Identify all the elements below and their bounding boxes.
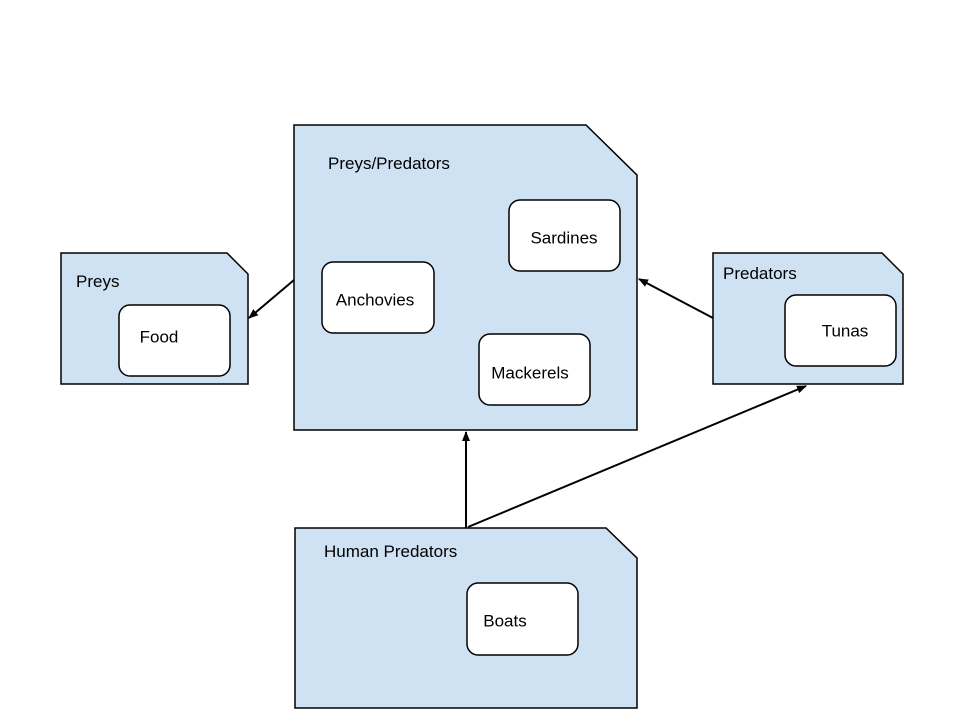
- item-mackerels-box: [478, 333, 591, 406]
- item-boats[interactable]: Boats: [466, 582, 579, 656]
- item-boats-box: [466, 582, 579, 656]
- arrow-preys-predators-to-preys: [248, 279, 295, 319]
- item-sardines[interactable]: Sardines: [508, 199, 621, 272]
- item-tunas[interactable]: Tunas: [784, 294, 897, 367]
- group-preys-title: Preys: [76, 272, 119, 291]
- arrow-human-predators-to-predators: [467, 385, 807, 528]
- item-mackerels[interactable]: Mackerels: [478, 333, 591, 406]
- item-food-label: Food: [140, 328, 179, 347]
- item-food[interactable]: Food: [118, 304, 231, 377]
- item-tunas-box: [784, 294, 897, 367]
- item-food-box: [118, 304, 231, 377]
- arrow-predators-to-preys-predators: [638, 278, 714, 319]
- group-preys-predators[interactable]: Preys/Predators Sardines Anchovies Macke…: [293, 124, 638, 431]
- item-mackerels-label: Mackerels: [491, 364, 568, 383]
- item-tunas-label: Tunas: [822, 322, 869, 341]
- item-boats-label: Boats: [483, 612, 526, 631]
- group-preys-predators-title: Preys/Predators: [328, 154, 450, 173]
- group-human-predators-title: Human Predators: [324, 542, 457, 561]
- group-human-predators-shape: [294, 527, 638, 709]
- group-human-predators[interactable]: Human Predators Boats: [294, 527, 638, 709]
- item-anchovies-box: [321, 261, 435, 334]
- group-predators[interactable]: Predators Tunas: [712, 252, 904, 385]
- item-sardines-box: [508, 199, 621, 272]
- group-predators-title: Predators: [723, 264, 797, 283]
- item-sardines-label: Sardines: [530, 229, 597, 248]
- item-anchovies[interactable]: Anchovies: [321, 261, 435, 334]
- item-anchovies-label: Anchovies: [336, 291, 414, 310]
- group-preys[interactable]: Preys Food: [60, 252, 249, 385]
